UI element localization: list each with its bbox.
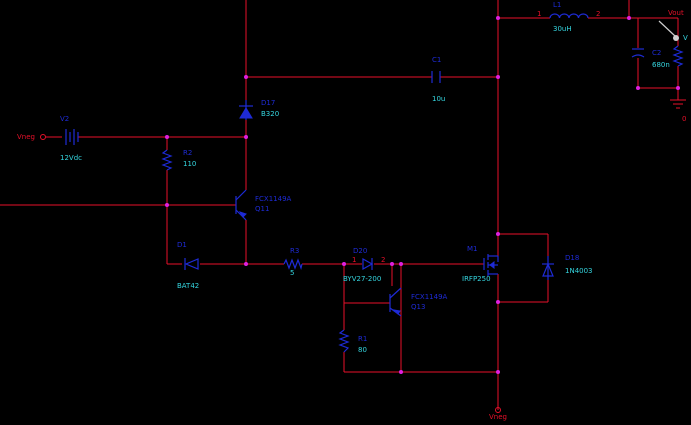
q11-value: FCX1149A [255,195,292,203]
m1-ref: M1 [467,245,478,253]
m1-value: IRFP250 [462,275,491,283]
r1-resistor[interactable]: R1 80 [338,329,367,354]
q13-ref: Q13 [411,303,425,311]
d18-ref: D18 [565,254,579,262]
q13-value: FCX1149A [411,293,448,301]
l1-ref: L1 [553,1,561,9]
v2-source[interactable]: V2 12Vdc [60,115,82,162]
vout-port: Vout V [658,9,688,42]
d1-ref: D1 [177,241,187,249]
l1-pin1: 1 [537,10,541,18]
l1-inductor[interactable]: L1 1 2 30uH [537,1,600,33]
d1-value: BAT42 [177,282,199,290]
probe-tip [673,35,679,41]
d18-value: 1N4003 [565,267,593,275]
vneg-left-port: Vneg [17,133,46,141]
probe-label: V [683,34,688,42]
d20-value: BYV27-200 [343,275,381,283]
v2-ref: V2 [60,115,69,123]
load-resistor[interactable] [672,45,684,67]
vneg-left-label: Vneg [17,133,35,141]
q11-transistor[interactable]: FCX1149A Q11 [235,189,292,221]
r3-ref: R3 [290,247,299,255]
c2-value: 680n [652,61,670,69]
l1-pin2: 2 [596,10,600,18]
d20-pin2: 2 [381,256,385,264]
c1-value: 10u [432,95,445,103]
d1-diode[interactable]: D1 BAT42 [177,241,199,290]
wires [0,0,679,410]
vneg-bottom-port: Vneg [489,407,507,421]
c1-capacitor[interactable]: C1 10u [431,56,445,103]
c2-capacitor[interactable]: C2 680n [631,48,670,69]
junction-nodes [165,16,680,374]
r1-value: 80 [358,346,367,354]
r2-resistor[interactable]: R2 110 [161,149,196,171]
l1-value: 30uH [553,25,572,33]
r2-ref: R2 [183,149,192,157]
d17-ref: D17 [261,99,275,107]
r2-value: 110 [183,160,196,168]
d18-diode[interactable]: D18 1N4003 [542,254,593,280]
q11-ref: Q11 [255,205,269,213]
ground-symbol: 0 [670,99,686,123]
r3-value: 5 [290,269,294,277]
q13-transistor[interactable]: FCX1149A Q13 [389,287,448,317]
d17-value: B320 [261,110,279,118]
r1-ref: R1 [358,335,367,343]
d20-pin1: 1 [352,256,356,264]
vout-label: Vout [668,9,684,17]
probe-needle [658,20,676,37]
v2-value: 12Vdc [60,154,82,162]
gnd-label: 0 [682,115,686,123]
r3-resistor[interactable]: R3 5 [283,247,303,277]
m1-mosfet[interactable]: M1 IRFP250 [462,245,499,283]
d20-diode[interactable]: D20 1 2 BYV27-200 [343,247,385,283]
vneg-bottom-label: Vneg [489,413,507,421]
d20-ref: D20 [353,247,367,255]
d17-diode[interactable]: D17 B320 [239,99,279,120]
c2-ref: C2 [652,49,661,57]
c1-ref: C1 [432,56,441,64]
